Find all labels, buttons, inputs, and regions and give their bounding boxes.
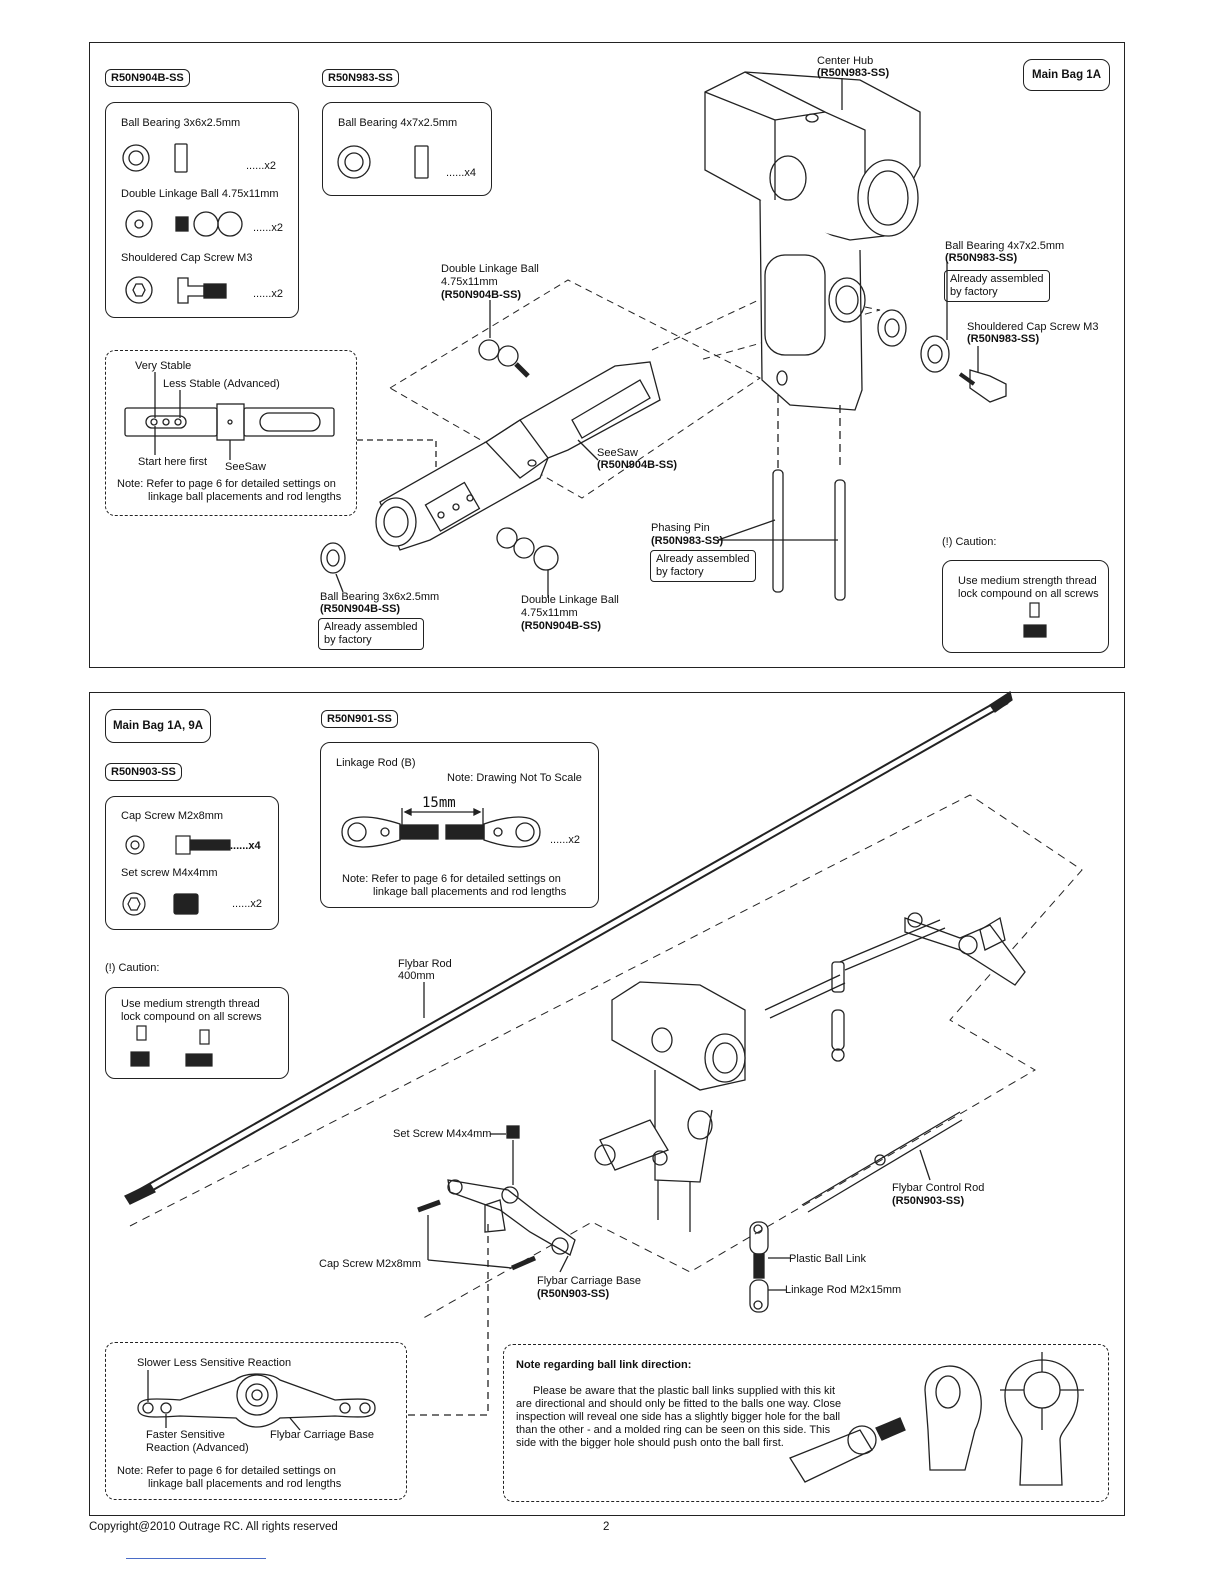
faster-reaction-label1: Faster Sensitive (146, 1429, 225, 1441)
part-ball-bearing-3x6-qty: ......x2 (246, 160, 276, 172)
assembled-note-hub-line1: Already assembled (950, 273, 1044, 285)
parts-box-r50n983 (322, 102, 492, 196)
center-hub-label: Center Hub (817, 55, 874, 67)
caution-top-text2: lock compound on all screws (958, 588, 1099, 600)
rod-note-line1: Note: Refer to page 6 for detailed setti… (342, 873, 561, 885)
very-stable-label: Very Stable (135, 360, 192, 372)
faster-reaction-label2: Reaction (Advanced) (146, 1442, 249, 1454)
linkage-rod-m2-label: Linkage Rod M2x15mm (785, 1284, 902, 1296)
dlb-top-label1: Double Linkage Ball (441, 263, 539, 275)
cap-screw-m2x8-qty: ......x4 (230, 840, 261, 852)
phasing-pin-label: Phasing Pin (651, 522, 710, 534)
set-screw-diagram-label: Set Screw M4x4mm (393, 1128, 492, 1140)
footer-link-underline (126, 1558, 266, 1559)
ball-link-note-title: Note regarding ball link direction: (516, 1359, 692, 1371)
ball-link-note-line4: than the other - and a molded ring can b… (516, 1424, 831, 1436)
caution-top-label: (!) Caution: (942, 536, 997, 548)
start-here-label: Start here first (138, 456, 208, 468)
less-stable-label: Less Stable (Advanced) (163, 378, 280, 390)
set-screw-m4x4-label: Set screw M4x4mm (121, 867, 218, 879)
caution-bottom-text1: Use medium strength thread (121, 998, 260, 1010)
drawing-not-to-scale: Note: Drawing Not To Scale (447, 772, 582, 784)
shouldered-screw-code: (R50N983-SS) (967, 333, 1040, 345)
part-code-r50n901: R50N901-SS (321, 710, 398, 728)
slower-reaction-label: Slower Less Sensitive Reaction (137, 1357, 292, 1369)
copyright-text: Copyright@2010 Outrage RC. All rights re… (89, 1521, 338, 1533)
part-ball-bearing-3x6-label: Ball Bearing 3x6x2.5mm (121, 117, 241, 129)
caution-bottom-label: (!) Caution: (105, 962, 160, 974)
seesaw-code: (R50N904B-SS) (597, 459, 678, 471)
shouldered-screw-label: Shouldered Cap Screw M3 (967, 321, 1099, 333)
cap-screw-diagram-label: Cap Screw M2x8mm (319, 1258, 422, 1270)
assembled-note-bearing-line2: by factory (324, 634, 372, 646)
assembled-note-pin-line2: by factory (656, 566, 704, 578)
caution-top-text1: Use medium strength thread (958, 575, 1097, 587)
assembled-note-bearing-line1: Already assembled (324, 621, 418, 633)
carriage-note-line1: Note: Refer to page 6 for detailed setti… (117, 1465, 336, 1477)
control-rod-label: Flybar Control Rod (892, 1182, 985, 1194)
caution-bottom-box (105, 987, 289, 1079)
linkage-rod-title: Linkage Rod (B) (336, 757, 416, 769)
phasing-pin-code: (R50N983-SS) (651, 535, 724, 547)
main-bag-1a-tag: Main Bag 1A (1023, 59, 1110, 91)
dlb-bottom-code: (R50N904B-SS) (521, 620, 602, 632)
assembled-note-bearing: Already assembled by factory (318, 618, 424, 650)
plastic-ball-link-label: Plastic Ball Link (789, 1253, 867, 1265)
bb-bottom-label: Ball Bearing 3x6x2.5mm (320, 591, 440, 603)
cap-screw-m2x8-label: Cap Screw M2x8mm (121, 810, 224, 822)
linkage-rod-qty: ......x2 (550, 834, 580, 846)
part-code-r50n983: R50N983-SS (322, 69, 399, 87)
rod-note-line2: linkage ball placements and rod lengths (373, 886, 567, 898)
center-hub-code: (R50N983-SS) (817, 67, 890, 79)
dlb-bottom-label2: 4.75x11mm (521, 607, 578, 619)
dlb-top-code: (R50N904B-SS) (441, 289, 522, 301)
ball-bearing-right-label: Ball Bearing 4x7x2.5mm (945, 240, 1065, 252)
page-number: 2 (603, 1521, 610, 1533)
linkage-rod-box (320, 742, 599, 908)
assembled-note-pin-line1: Already assembled (656, 553, 750, 565)
part-code-r50n904b: R50N904B-SS (105, 69, 190, 87)
caution-top-box (942, 560, 1109, 653)
part-shouldered-cap-screw-qty: ......x2 (253, 288, 283, 300)
carriage-settings-box (105, 1342, 407, 1500)
carriage-base-box-label: Flybar Carriage Base (270, 1429, 374, 1441)
part-shouldered-cap-screw-label: Shouldered Cap Screw M3 (121, 252, 253, 264)
seesaw-label: SeeSaw (597, 447, 638, 459)
ball-link-note-line3: inspection will reveal one side has a sl… (516, 1411, 841, 1423)
part-double-linkage-ball-label: Double Linkage Ball 4.75x11mm (121, 188, 279, 200)
bb-bottom-code: (R50N904B-SS) (320, 603, 401, 615)
ball-bearing-right-code: (R50N983-SS) (945, 252, 1018, 264)
control-rod-code: (R50N903-SS) (892, 1195, 965, 1207)
assembled-note-hub-line2: by factory (950, 286, 998, 298)
seesaw-settings-box (105, 350, 357, 516)
part-ball-bearing-4x7-label: Ball Bearing 4x7x2.5mm (338, 117, 458, 129)
assembled-note-hub: Already assembled by factory (944, 270, 1050, 302)
caution-bottom-text2: lock compound on all screws (121, 1011, 262, 1023)
ball-link-note-line1: Please be aware that the plastic ball li… (533, 1385, 836, 1397)
dlb-bottom-label1: Double Linkage Ball (521, 594, 619, 606)
carriage-note-line2: linkage ball placements and rod lengths (148, 1478, 342, 1490)
carriage-base-label: Flybar Carriage Base (537, 1275, 641, 1287)
carriage-base-code: (R50N903-SS) (537, 1288, 610, 1300)
ball-link-direction-box (503, 1344, 1109, 1502)
rod-dimension-15mm: 15mm (422, 795, 456, 811)
ball-link-note-line5: side with the bigger hole should push on… (516, 1437, 784, 1449)
main-bag-1a-9a-tag: Main Bag 1A, 9A (105, 709, 211, 743)
part-ball-bearing-4x7-qty: ......x4 (446, 167, 476, 179)
parts-box-r50n904b (105, 102, 299, 318)
seesaw-note-line1: Note: Refer to page 6 for detailed setti… (117, 478, 336, 490)
set-screw-m4x4-qty: ......x2 (232, 898, 262, 910)
seesaw-box-label: SeeSaw (225, 461, 266, 473)
ball-link-note-line2: are directional and should only be fitte… (516, 1398, 842, 1410)
part-code-r50n903: R50N903-SS (105, 763, 182, 781)
dlb-top-label2: 4.75x11mm (441, 276, 498, 288)
seesaw-note-line2: linkage ball placements and rod lengths (148, 491, 342, 503)
parts-box-r50n903 (105, 796, 279, 930)
part-double-linkage-ball-qty: ......x2 (253, 222, 283, 234)
flybar-rod-label: Flybar Rod (398, 958, 452, 970)
flybar-rod-length: 400mm (398, 970, 435, 982)
assembled-note-pin: Already assembled by factory (650, 550, 756, 582)
